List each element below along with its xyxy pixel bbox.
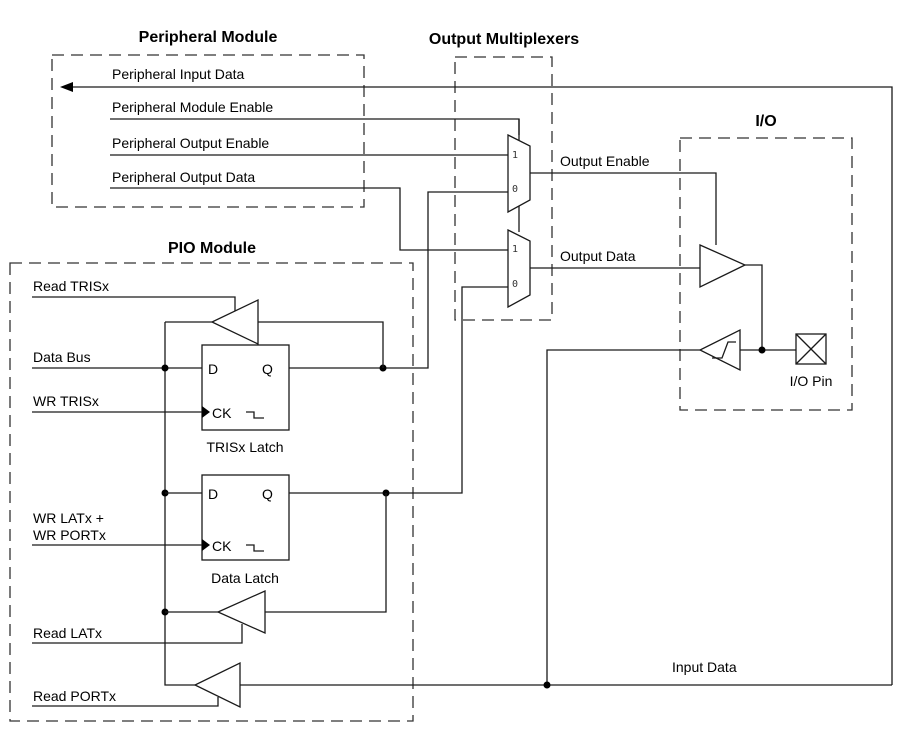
data-latch <box>201 474 290 561</box>
read-tris-label: Read TRISx <box>33 278 109 294</box>
peripheral-module-box <box>51 54 365 208</box>
input-data-wire <box>546 349 700 685</box>
mux2-in0-label: 0 <box>512 279 518 290</box>
lat-edge-icon <box>246 544 264 552</box>
read-tris-enable-wire <box>32 296 236 311</box>
mux1-in0-label: 0 <box>512 184 518 195</box>
peripheral-input-data-wire <box>70 86 893 685</box>
data-latch-name: Data Latch <box>211 570 279 586</box>
wr-lat-label-1: WR LATx + <box>33 510 104 526</box>
peripheral-module-enable-wire <box>110 118 520 135</box>
data-bus-vertical <box>164 322 195 686</box>
schmitt-symbol-icon <box>712 341 736 359</box>
mux1-in1-label: 1 <box>512 150 518 161</box>
io-box <box>679 137 853 411</box>
peripheral-output-enable-label: Peripheral Output Enable <box>112 135 269 151</box>
input-schmitt-buffer <box>698 328 741 372</box>
tris-latch <box>201 344 290 431</box>
output-multiplexers-title: Output Multiplexers <box>429 31 579 48</box>
output-enable-mux <box>507 133 531 214</box>
data-bus-junction-1 <box>161 364 169 372</box>
peripheral-module-title: Peripheral Module <box>139 29 278 46</box>
output-enable-label: Output Enable <box>560 153 650 169</box>
mux2-in1-label: 1 <box>512 244 518 255</box>
tris-q-label: Q <box>262 361 273 377</box>
output-data-mux <box>507 228 531 309</box>
data-bus-label: Data Bus <box>33 349 91 365</box>
read-lat-buffer <box>216 589 266 635</box>
lat-q-to-mux-wire <box>386 286 508 494</box>
read-port-enable-wire <box>32 697 219 707</box>
io-pin-label: I/O Pin <box>790 373 833 389</box>
lat-clock-icon <box>202 539 210 551</box>
pio-module-title: PIO Module <box>168 240 256 257</box>
output-data-label: Output Data <box>560 248 636 264</box>
read-port-buffer <box>193 661 241 709</box>
peripheral-input-data-label: Peripheral Input Data <box>112 66 245 82</box>
peripheral-output-data-label: Peripheral Output Data <box>112 169 255 185</box>
tris-q-to-mux-wire <box>383 191 508 369</box>
read-lat-label: Read LATx <box>33 625 102 641</box>
read-port-label: Read PORTx <box>33 688 116 704</box>
wr-lat-label-2: WR PORTx <box>33 527 106 543</box>
lat-feedback-wire <box>265 493 387 613</box>
output-multiplexers-box <box>454 56 553 321</box>
input-data-label: Input Data <box>672 659 737 675</box>
tris-clock-icon <box>202 406 210 418</box>
pin-junction <box>758 346 766 354</box>
read-lat-enable-wire <box>32 624 243 644</box>
tris-ck-label: CK <box>212 405 232 421</box>
input-data-junction <box>543 681 551 689</box>
lat-ck-label: CK <box>212 538 232 554</box>
tris-feedback-wire <box>258 321 384 368</box>
lat-q-label: Q <box>262 486 273 502</box>
buffer-to-pin-wire <box>745 264 763 350</box>
lat-d-label: D <box>208 486 218 502</box>
tris-d-label: D <box>208 361 218 377</box>
output-buffer <box>699 243 747 289</box>
tris-edge-icon <box>246 411 264 419</box>
io-title: I/O <box>755 113 776 130</box>
output-enable-wire <box>530 172 717 245</box>
wr-tris-label: WR TRISx <box>33 393 99 409</box>
input-arrow-icon <box>60 82 73 92</box>
peripheral-output-data-wire <box>110 187 508 251</box>
pio-module-box <box>9 262 414 722</box>
peripheral-module-enable-label: Peripheral Module Enable <box>112 99 273 115</box>
tris-latch-name: TRISx Latch <box>206 439 283 455</box>
